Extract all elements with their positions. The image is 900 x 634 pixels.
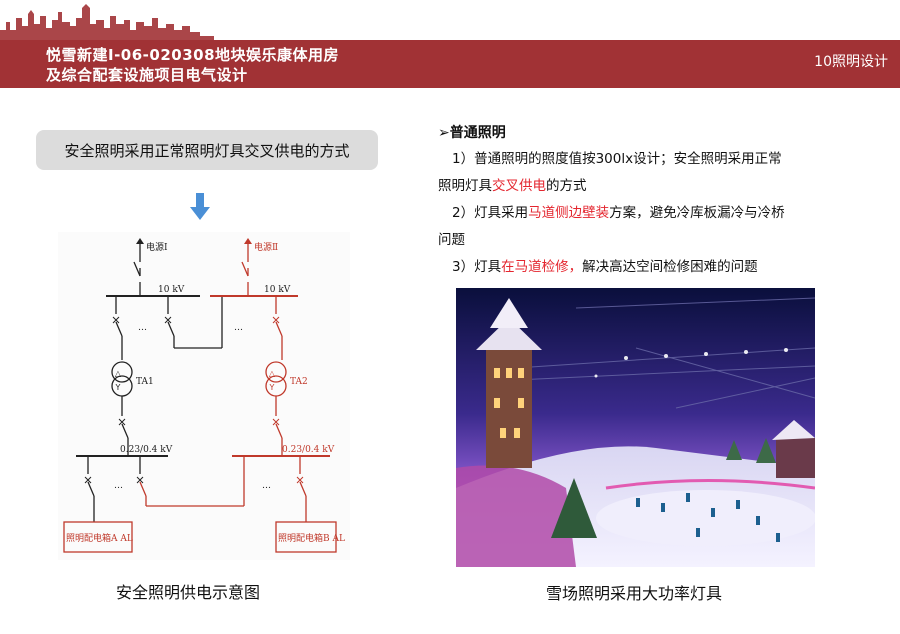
- section-label: 10照明设计: [814, 54, 888, 70]
- snow-park-photo: [456, 288, 815, 567]
- hv-left-label: 10 kV: [158, 285, 185, 295]
- skyline-decoration: [0, 4, 230, 46]
- source2-label: 电源Ⅱ: [254, 241, 278, 253]
- paragraph-2-line1: 2）灯具采用马道侧边壁装方案，避免冷库板漏冷与冷桥: [452, 205, 785, 221]
- diagram-caption: 安全照明供电示意图: [116, 583, 261, 602]
- svg-text:△: △: [115, 369, 122, 378]
- hv-right-label: 10 kV: [264, 285, 291, 295]
- page-title-line1: 悦雪新建I-06-020308地块娱乐康体用房: [46, 46, 340, 64]
- callout-box: 安全照明采用正常照明灯具交叉供电的方式: [36, 130, 378, 170]
- paragraph-2-line2: 问题: [438, 232, 465, 248]
- power-supply-diagram: 电源Ⅰ 电源Ⅱ 10 kV 10 kV … … TA1 TA2 0.23/0.4…: [58, 232, 350, 560]
- highlight-cross-supply: 交叉供电: [492, 178, 546, 194]
- ta1-label: TA1: [136, 377, 154, 387]
- svg-text:Y: Y: [269, 383, 275, 392]
- svg-text:△: △: [269, 369, 276, 378]
- heading-text: 普通照明: [449, 125, 506, 141]
- section-heading: ➢普通照明: [438, 122, 506, 142]
- box-right-label: 照明配电箱B AL: [278, 532, 345, 544]
- paragraph-1-line1: 1）普通照明的照度值按300lx设计；安全照明采用正常: [452, 151, 782, 167]
- svg-text:Y: Y: [115, 383, 121, 392]
- source1-label: 电源Ⅰ: [146, 241, 168, 253]
- arrow-bullet-icon: ➢: [438, 125, 450, 141]
- ellipsis-top-left: …: [138, 323, 147, 333]
- lv-right-label: 0.23/0.4 kV: [282, 445, 335, 455]
- callout-text: 安全照明采用正常照明灯具交叉供电的方式: [64, 141, 350, 160]
- paragraph-3: 3）灯具在马道检修，解决高达空间检修困难的问题: [452, 259, 758, 275]
- header-bar: [0, 40, 900, 88]
- arrow-down-icon: [190, 193, 210, 220]
- ta2-label: TA2: [290, 377, 308, 387]
- ellipsis-bottom-right: …: [262, 481, 271, 491]
- ellipsis-top-right: …: [234, 323, 243, 333]
- lv-left-label: 0.23/0.4 kV: [120, 445, 173, 455]
- page-title-line2: 及综合配套设施项目电气设计: [46, 66, 248, 84]
- highlight-catwalk: 在马道检修，: [501, 259, 583, 275]
- ellipsis-bottom-left: …: [114, 481, 123, 491]
- highlight-wall-mount: 马道侧边壁装: [528, 205, 610, 221]
- photo-caption: 雪场照明采用大功率灯具: [546, 584, 723, 603]
- paragraph-1-line2: 照明灯具交叉供电的方式: [438, 178, 587, 194]
- page-title: 悦雪新建I-06-020308地块娱乐康体用房 及综合配套设施项目电气设计: [46, 45, 339, 85]
- box-left-label: 照明配电箱A AL: [66, 532, 133, 544]
